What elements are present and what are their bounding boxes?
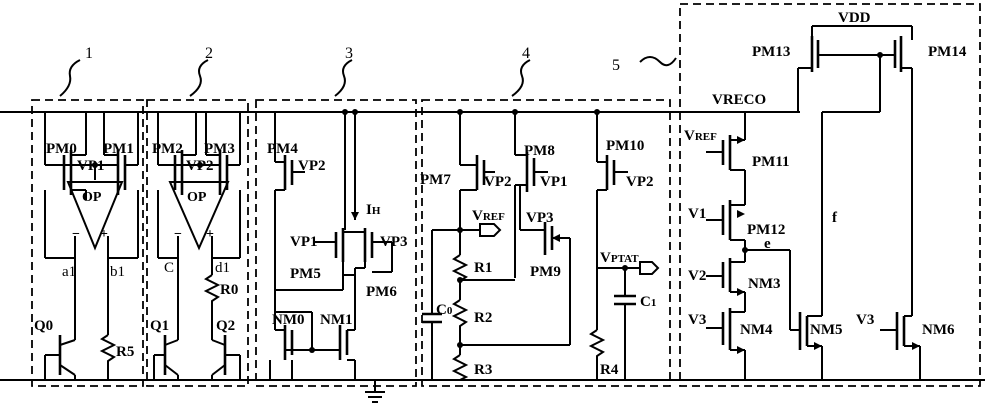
svg-text:3: 3 bbox=[345, 45, 353, 62]
block-1-box bbox=[31, 99, 144, 387]
label-r5: R5 bbox=[116, 344, 134, 360]
label-v1: V1 bbox=[688, 206, 706, 222]
label-pm0: PM0 bbox=[46, 141, 77, 157]
label-a1: a1 bbox=[62, 264, 76, 280]
label-nm4: NM4 bbox=[740, 322, 773, 338]
label-nm6: NM6 bbox=[922, 322, 955, 338]
label-pm13: PM13 bbox=[752, 44, 790, 60]
label-vp3-b: VP3 bbox=[380, 234, 408, 250]
label-vreco: VRECO bbox=[712, 92, 766, 108]
label-r2: R2 bbox=[474, 310, 492, 326]
label-pm10: PM10 bbox=[606, 138, 644, 154]
label-vp2-a: VP2 bbox=[186, 158, 214, 174]
label-pm9: PM9 bbox=[530, 264, 561, 280]
label-ih: IH bbox=[366, 202, 381, 218]
block-3-box bbox=[255, 99, 417, 387]
label-r1: R1 bbox=[474, 260, 492, 276]
label-pm4: PM4 bbox=[267, 141, 298, 157]
label-e: e bbox=[764, 236, 771, 252]
label-pm11: PM11 bbox=[752, 154, 790, 170]
block-tag-2: 2 bbox=[189, 45, 213, 97]
label-c0: C0 bbox=[436, 302, 453, 318]
label-r0: R0 bbox=[220, 282, 238, 298]
label-pm2: PM2 bbox=[152, 141, 183, 157]
label-vp3-c: VP3 bbox=[526, 210, 554, 226]
label-vp1-a: VP1 bbox=[77, 158, 105, 174]
label-vp2-d: VP2 bbox=[626, 174, 654, 190]
label-b1: b1 bbox=[110, 264, 125, 280]
label-plus-2: + bbox=[206, 227, 214, 242]
block-tag-1: 1 bbox=[59, 45, 93, 97]
label-pm12: PM12 bbox=[747, 222, 785, 238]
label-pm1: PM1 bbox=[103, 141, 134, 157]
label-q2: Q2 bbox=[216, 318, 235, 334]
block-4-circuit bbox=[422, 109, 660, 381]
label-minus-1: − bbox=[72, 227, 80, 242]
label-vref-main: VREF bbox=[472, 208, 505, 224]
label-op2: OP bbox=[187, 190, 207, 205]
label-f: f bbox=[832, 210, 838, 226]
label-pm7: PM7 bbox=[420, 172, 451, 188]
label-nm0: NM0 bbox=[272, 312, 305, 328]
block-tag-5: 5 bbox=[612, 56, 677, 74]
label-q0: Q0 bbox=[34, 318, 53, 334]
label-pm5: PM5 bbox=[290, 266, 321, 282]
label-c1: C bbox=[164, 260, 174, 276]
label-plus-1: + bbox=[100, 227, 108, 242]
label-pm8: PM8 bbox=[524, 143, 555, 159]
label-nm3: NM3 bbox=[748, 276, 781, 292]
label-vptat: VPTAT bbox=[600, 250, 639, 266]
label-r3: R3 bbox=[474, 362, 492, 378]
label-d1: d1 bbox=[215, 260, 230, 276]
svg-text:1: 1 bbox=[85, 45, 93, 62]
label-pm3: PM3 bbox=[204, 141, 235, 157]
labels: VDD VRECO PM13 PM14 VREF PM11 V1 PM12 e … bbox=[34, 10, 967, 378]
block-4-box bbox=[421, 99, 671, 387]
block-5-circuit bbox=[706, 25, 921, 380]
svg-text:4: 4 bbox=[522, 45, 530, 62]
label-vdd: VDD bbox=[838, 10, 871, 26]
label-minus-2: − bbox=[174, 227, 182, 242]
label-vp1-c: VP1 bbox=[540, 174, 568, 190]
label-c1-cap: C1 bbox=[640, 294, 656, 310]
label-q1: Q1 bbox=[150, 318, 169, 334]
label-vp2-b: VP2 bbox=[298, 158, 326, 174]
block-tag-4: 4 bbox=[511, 45, 531, 97]
label-v2: V2 bbox=[688, 268, 706, 284]
block-5-box bbox=[679, 3, 981, 387]
block-tag-3: 3 bbox=[334, 45, 353, 97]
label-r4: R4 bbox=[600, 362, 619, 378]
svg-text:5: 5 bbox=[612, 57, 620, 74]
svg-text:2: 2 bbox=[205, 45, 213, 62]
label-pm6: PM6 bbox=[366, 284, 397, 300]
block-2-circuit bbox=[153, 112, 241, 380]
block-3-circuit bbox=[269, 109, 393, 380]
label-nm5: NM5 bbox=[810, 322, 843, 338]
label-v3-b: V3 bbox=[856, 312, 874, 328]
block-1-circuit bbox=[44, 112, 139, 380]
label-vref-in: VREF bbox=[684, 128, 717, 144]
label-pm14: PM14 bbox=[928, 44, 967, 60]
ground-symbol bbox=[365, 380, 385, 403]
label-vp1-b: VP1 bbox=[290, 234, 318, 250]
label-nm1: NM1 bbox=[320, 312, 353, 328]
block-2-box bbox=[146, 99, 249, 387]
label-op1: OP bbox=[82, 190, 102, 205]
label-v3-a: V3 bbox=[688, 312, 706, 328]
label-vp2-c: VP2 bbox=[484, 174, 512, 190]
